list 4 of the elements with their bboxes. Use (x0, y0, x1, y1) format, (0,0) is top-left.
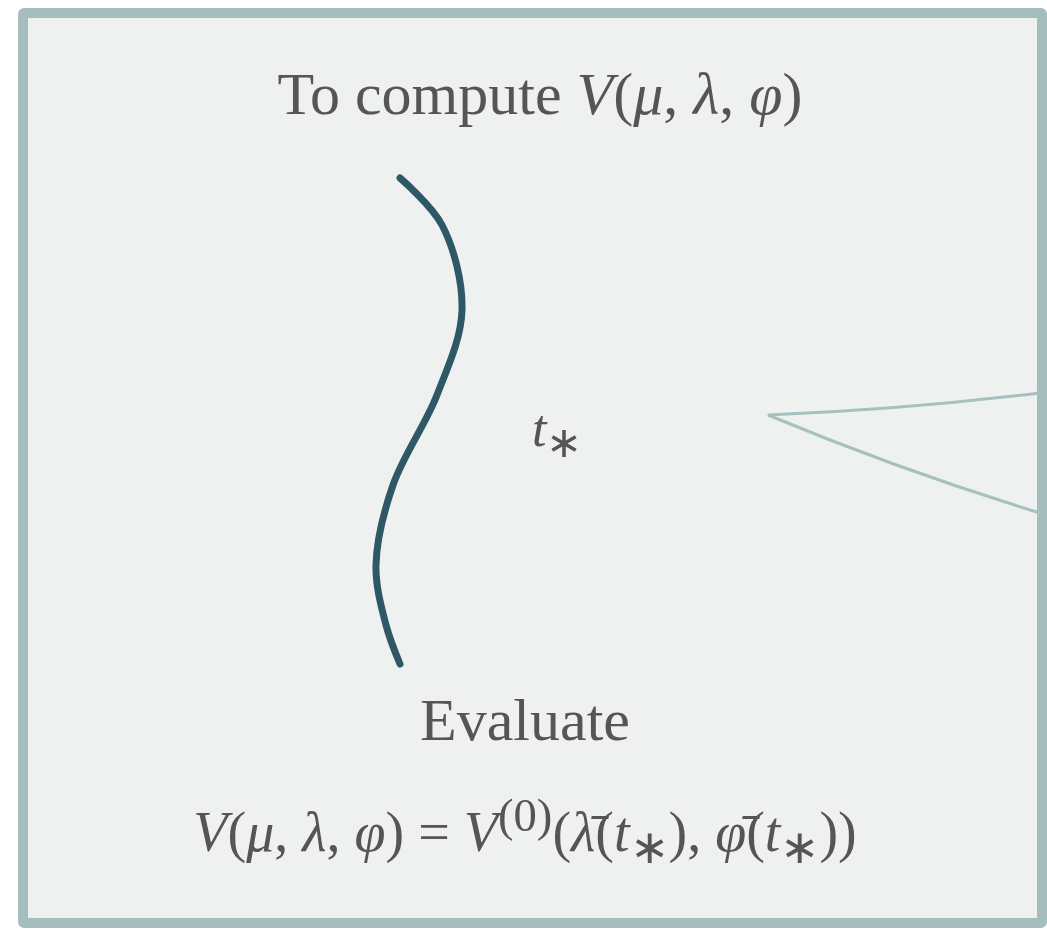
heading: Evaluate (419, 686, 631, 755)
heading: To compute V(μ, λ, φ) (276, 60, 804, 129)
panel-background (18, 8, 1047, 928)
formula: V(μ, λ, φ) = V$^{(0)}$(λ̄(t$_{∗}$), φ̄(t$_{∗}$)) (192, 788, 858, 874)
